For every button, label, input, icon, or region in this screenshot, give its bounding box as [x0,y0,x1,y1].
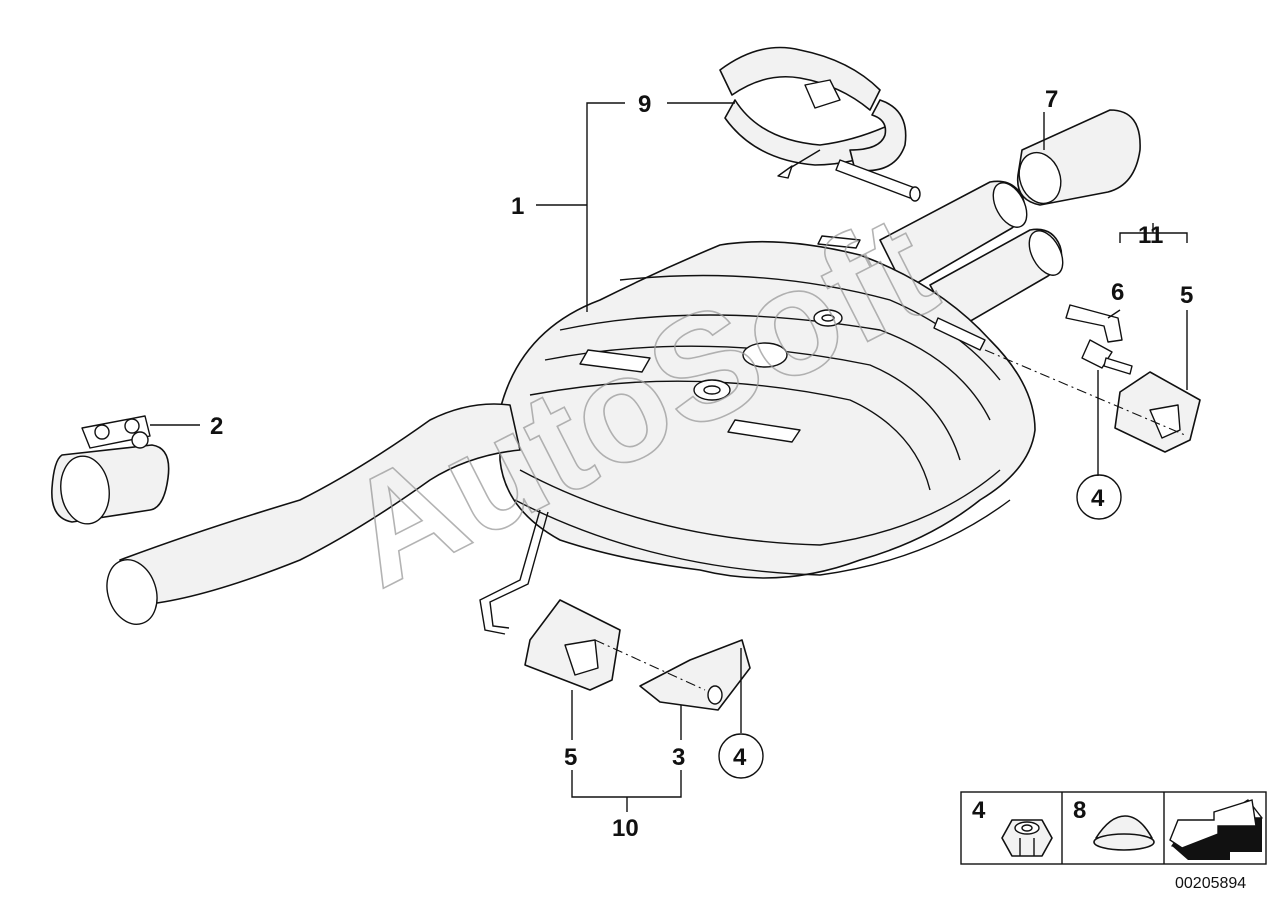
callout-3: 3 [672,744,685,771]
callout-4-rear: 4 [1091,485,1105,512]
hex-nut-icon [1001,819,1053,857]
pipe-clamp [51,415,170,525]
callout-2: 2 [210,413,223,440]
callout-9: 9 [638,91,651,118]
front-mount-assembly [524,599,751,711]
callout-5-front: 5 [564,744,577,771]
callout-7: 7 [1045,86,1058,113]
rear-mount-assembly [984,304,1201,453]
legend-label-cap: 8 [1073,797,1086,824]
callout-6: 6 [1111,279,1124,306]
callout-5-rear: 5 [1180,282,1193,309]
callout-4-front: 4 [733,744,747,771]
callout-1: 1 [511,193,524,220]
blanking-plug-icon [1093,815,1155,851]
legend-label-nut: 4 [972,797,986,824]
callout-10: 10 [612,815,639,842]
direction-arrow-icon [1169,799,1263,860]
callout-11: 11 [1138,222,1163,249]
rear-silencer [106,180,1064,635]
clamp-with-bracket [719,46,921,202]
legend-box: 4 8 [960,791,1267,865]
leader-lines [150,102,1188,812]
reference-number: 00205894 [1175,875,1246,892]
tailpipe-trim [1016,109,1141,206]
callouts: 9 1 2 7 11 6 5 4 5 3 4 10 [210,86,1193,842]
